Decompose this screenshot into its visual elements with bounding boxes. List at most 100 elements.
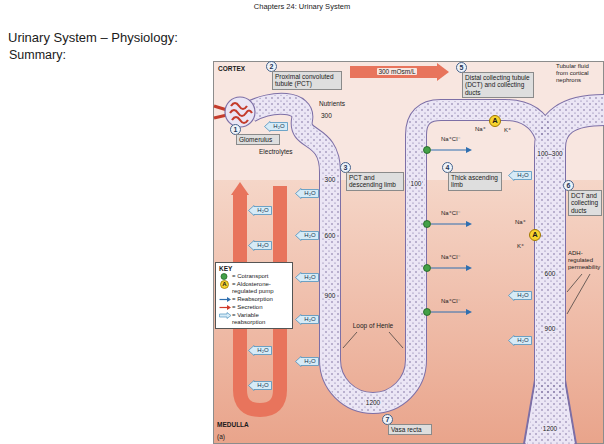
ion-label: K⁺ xyxy=(516,243,525,250)
structure-label-box: PCT and descending limb xyxy=(346,172,404,191)
solute-label: Nutrients xyxy=(318,100,346,107)
water-reabsorption-arrow: H₂O xyxy=(295,188,319,199)
figure-border xyxy=(214,62,604,444)
pump-circle xyxy=(221,281,229,289)
vasa-recta-arrowhead xyxy=(231,182,249,195)
reabsorption-arrow xyxy=(431,312,466,313)
legend-heading: KEY xyxy=(219,265,290,272)
structure-label-box: Distal collecting tubule (DCT) and colle… xyxy=(462,72,534,98)
aldosterone-pump: A xyxy=(529,229,541,241)
leader-line xyxy=(567,274,582,292)
arrow-shape xyxy=(296,273,319,283)
legend-sample xyxy=(219,296,232,303)
water-reabsorption-arrow: H₂O xyxy=(248,240,272,251)
node-text: H₂O xyxy=(295,272,319,283)
ion-label: Na⁺Cl⁻ xyxy=(440,210,462,217)
osmolarity-value: 100 xyxy=(410,180,423,187)
osmolarity-value: 900 xyxy=(324,292,337,299)
legend-text: = Secretion xyxy=(232,304,290,311)
legend-sample xyxy=(219,312,232,319)
water-reabsorption-arrow: H₂O xyxy=(248,205,272,216)
legend-sample xyxy=(219,273,232,280)
region-label: MEDULLA xyxy=(216,421,250,428)
node-text: H₂O xyxy=(295,356,319,367)
tubular-fluid xyxy=(527,382,573,444)
collecting-duct-outline xyxy=(524,380,576,444)
osmolarity-value: 600 xyxy=(324,232,337,239)
water-reabsorption-arrow: H₂O xyxy=(248,380,272,391)
subheading: Summary: xyxy=(8,48,67,62)
water-reabsorption-arrow: H₂O xyxy=(264,121,288,132)
water-reabsorption-arrow: H₂O xyxy=(295,314,319,325)
node-text: H₂O xyxy=(248,205,272,216)
legend-row: = Variable reabsorption xyxy=(219,312,290,326)
legend-row: = Secretion xyxy=(219,304,290,311)
node-text: A xyxy=(489,115,501,127)
collecting-duct-lumen xyxy=(526,381,575,444)
legend-text: = Aldosterone-regulated pump xyxy=(232,281,290,295)
structure-label-box: Vasa recta xyxy=(388,424,432,435)
region-label: CORTEX xyxy=(217,65,246,72)
figure-letter: (a) xyxy=(216,433,226,440)
node-text: Vasa recta xyxy=(391,426,429,433)
secretion-arrow xyxy=(220,307,228,308)
reabsorption-arrowhead xyxy=(466,221,472,227)
leader-line xyxy=(389,332,403,348)
node-text: H₂O xyxy=(295,188,319,199)
arrow-shape xyxy=(249,206,272,216)
node-text: H₂O xyxy=(295,314,319,325)
flow-label: Tubular fluid from cortical nephrons xyxy=(556,63,602,84)
node-text: H₂O xyxy=(248,380,272,391)
node-text: H₂O xyxy=(508,170,532,181)
reabsorption-arrowhead xyxy=(227,297,231,302)
water-reabsorption-arrow: H₂O xyxy=(508,290,532,301)
aldosterone-pump-sample: A xyxy=(220,280,229,289)
leader-line xyxy=(567,274,590,314)
number-circle xyxy=(564,181,574,191)
arrow-shape xyxy=(296,315,319,325)
number-circle xyxy=(267,62,277,72)
water-reabsorption-arrow: H₂O xyxy=(295,356,319,367)
number-circle xyxy=(341,163,351,173)
glomerular-capsule xyxy=(225,97,255,127)
water-reabsorption-arrow: H₂O xyxy=(295,230,319,241)
ion-label: Na⁺Cl⁻ xyxy=(440,254,462,261)
osmolarity-label: 300 mOsm/L xyxy=(377,68,416,75)
cotransport-symbol xyxy=(424,221,431,228)
ion-label: Na⁺ xyxy=(474,126,487,133)
water-reabsorption-arrow: H₂O xyxy=(508,335,532,346)
reabsorption-arrowhead xyxy=(466,309,472,315)
osmolarity-value: 300 xyxy=(324,176,337,183)
cotransport-symbol xyxy=(221,274,227,280)
arrow-shape xyxy=(249,241,272,251)
legend-text: = Cotransport xyxy=(232,273,290,280)
legend-symbol xyxy=(219,304,231,311)
reabsorption-arrow xyxy=(431,150,466,151)
reabsorption-arrow xyxy=(220,299,228,300)
node-text: Thick ascending limb xyxy=(451,174,499,189)
glomerulus-capillaries xyxy=(230,103,252,123)
ion-label: Na⁺Cl⁻ xyxy=(440,298,462,305)
osmolarity-value: 100–300 xyxy=(536,150,563,157)
node-text: H₂O xyxy=(248,240,272,251)
ion-label: K⁺ xyxy=(503,127,512,134)
reabsorption-arrow xyxy=(431,268,466,269)
number-circle xyxy=(443,163,453,173)
pump-circle xyxy=(490,116,501,127)
reabsorption-arrowhead xyxy=(466,147,472,153)
arrow-shape xyxy=(509,171,532,181)
node-text: PCT and descending limb xyxy=(349,174,401,189)
cotransport-symbol xyxy=(424,265,431,272)
legend-row: = Reabsorption xyxy=(219,296,290,303)
legend-row: = Aldosterone-regulated pump xyxy=(219,281,290,295)
node-text: DCT and collecting ducts xyxy=(571,192,599,214)
node-text: A xyxy=(220,280,229,289)
variable-reabsorption-arrow xyxy=(220,313,232,319)
secretion-arrowhead xyxy=(227,305,231,310)
structure-label-box: DCT and collecting ducts xyxy=(568,190,602,216)
node-text: Distal collecting tubule (DCT) and colle… xyxy=(465,74,531,96)
aldosterone-pump: A xyxy=(489,115,501,127)
slide-title: Urinary System – Physiology: xyxy=(8,31,178,46)
water-reabsorption-arrow: H₂O xyxy=(248,345,272,356)
cotransport-symbol xyxy=(424,309,431,316)
